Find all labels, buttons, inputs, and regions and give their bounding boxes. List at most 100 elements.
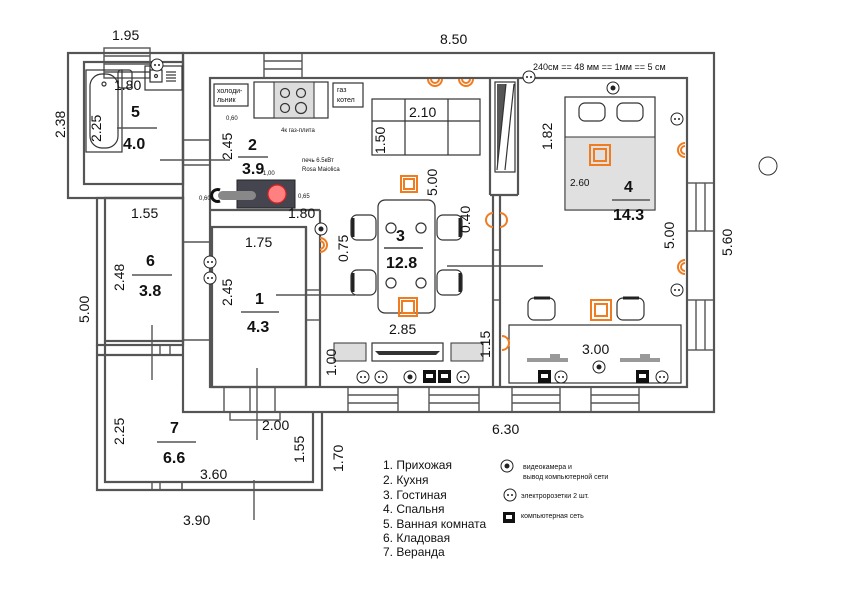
camera-network-icon: [606, 81, 620, 95]
svg-text:0,60: 0,60: [226, 116, 238, 122]
living-fixtures: [333, 81, 516, 362]
svg-text:0.75: 0.75: [335, 235, 351, 262]
socket-icon: [670, 283, 684, 297]
bedroom-fixtures: [508, 96, 682, 384]
camera-network-icon: [500, 459, 514, 473]
svg-text:1.95: 1.95: [112, 27, 139, 43]
svg-text:печь 6.5кВт: печь 6.5кВт: [302, 158, 334, 164]
socket-icon: [374, 370, 388, 384]
room-4-number: 4: [624, 179, 633, 196]
svg-text:0,60: 0,60: [199, 196, 211, 202]
svg-text:холоди-: холоди-: [217, 88, 243, 95]
camera-network-icon: [403, 370, 417, 384]
svg-text:газ: газ: [337, 87, 346, 94]
svg-text:7. Веранда: 7. Веранда: [383, 545, 445, 559]
kitchen-labels: холоди- льник 0,60 4к газ-плита газ коте…: [199, 87, 355, 202]
svg-text:2.25: 2.25: [88, 115, 104, 142]
svg-text:1,00: 1,00: [263, 171, 275, 177]
room-2-area: 3.9: [242, 161, 264, 178]
svg-text:видеокамера и: видеокамера и: [523, 464, 572, 471]
svg-text:1.50: 1.50: [372, 127, 388, 154]
orange-fixtures: [319, 78, 686, 351]
wardrobe: [494, 81, 516, 173]
svg-text:0.40: 0.40: [457, 206, 473, 233]
svg-text:вывод компьютерной сети: вывод компьютерной сети: [523, 473, 608, 481]
svg-text:2.00: 2.00: [262, 417, 289, 433]
room-4-area: 14.3: [613, 207, 644, 224]
desk: [508, 324, 682, 384]
room-3-number: 3: [396, 228, 405, 245]
svg-text:2. Кухня: 2. Кухня: [383, 473, 428, 487]
socket-icon: [203, 255, 217, 269]
svg-text:1.15: 1.15: [477, 331, 493, 358]
sofa: [371, 98, 481, 156]
room-1-area: 4.3: [247, 319, 269, 336]
svg-text:2.45: 2.45: [219, 133, 235, 160]
svg-text:1.55: 1.55: [131, 205, 158, 221]
svg-text:1.70: 1.70: [330, 445, 346, 472]
svg-text:6. Кладовая: 6. Кладовая: [383, 531, 450, 545]
room-labels: 5 4.0 2 3.9 3 12.8 4 14.3 6 3.8 1 4.3 7 …: [117, 104, 650, 467]
socket-icon: [203, 271, 217, 285]
svg-text:электророзетки 2 шт.: электророзетки 2 шт.: [521, 493, 589, 500]
svg-text:Rosa Maiolica: Rosa Maiolica: [302, 167, 340, 173]
svg-text:2.25: 2.25: [111, 418, 127, 445]
svg-text:5.00: 5.00: [76, 296, 92, 323]
svg-text:льник: льник: [217, 97, 237, 104]
svg-text:240см == 48 мм == 1мм == 5 см: 240см == 48 мм == 1мм == 5 см: [533, 62, 666, 72]
svg-text:1.82: 1.82: [539, 123, 555, 150]
network-port-icon: [636, 370, 649, 383]
bathroom-fixtures: [85, 65, 183, 153]
room-5-number: 5: [131, 104, 140, 121]
room-1-number: 1: [255, 291, 264, 308]
room-2-number: 2: [248, 137, 257, 154]
network-port-icon: [423, 370, 436, 383]
svg-text:4. Спальня: 4. Спальня: [383, 502, 445, 516]
socket-icon: [356, 370, 370, 384]
svg-text:1.75: 1.75: [245, 234, 272, 250]
room-6-area: 3.8: [139, 283, 161, 300]
fridge: [213, 83, 249, 107]
svg-text:2.60: 2.60: [570, 178, 590, 189]
windows: [103, 47, 715, 491]
outlets: [150, 58, 778, 384]
kitchen-fixtures: [210, 81, 364, 209]
socket-icon: [503, 488, 517, 502]
room-7-number: 7: [170, 420, 179, 437]
svg-text:2.38: 2.38: [52, 111, 68, 138]
legend-rooms: 1. Прихожая 2. Кухня 3. Гостиная 4. Спал…: [383, 458, 486, 559]
svg-text:5. Ванная комната: 5. Ванная комната: [383, 517, 486, 531]
svg-text:1.80: 1.80: [288, 205, 315, 221]
tv-stand: [371, 342, 444, 362]
camera-network-icon: [592, 360, 606, 374]
room-6-number: 6: [146, 253, 155, 270]
svg-text:3.00: 3.00: [582, 341, 609, 357]
network-port-icon: [538, 370, 551, 383]
svg-text:компьютерная сеть: компьютерная сеть: [521, 513, 584, 520]
network-port-icon: [438, 370, 451, 383]
leader-lines: [151, 159, 543, 520]
network-port-icon: [503, 512, 515, 523]
svg-text:0,65: 0,65: [298, 194, 310, 200]
svg-text:котел: котел: [337, 97, 355, 104]
svg-text:3.60: 3.60: [200, 466, 227, 482]
room-3-area: 12.8: [386, 255, 417, 272]
room-5-area: 4.0: [123, 136, 145, 153]
svg-text:1. Прихожая: 1. Прихожая: [383, 458, 452, 472]
legend-symbols: видеокамера и вывод компьютерной сети эл…: [500, 459, 608, 523]
svg-text:3.90: 3.90: [183, 512, 210, 528]
svg-text:8.50: 8.50: [440, 31, 467, 47]
socket-icon: [150, 58, 164, 72]
svg-text:2.45: 2.45: [219, 279, 235, 306]
svg-text:1.00: 1.00: [323, 349, 339, 376]
svg-text:6.30: 6.30: [492, 421, 519, 437]
circle-marker: [758, 156, 778, 176]
room-7-area: 6.6: [163, 450, 185, 467]
svg-text:2.48: 2.48: [111, 264, 127, 291]
dimension-labels: 8.50 1.95 2.38 2.25 1.80 2.45 1.55 2.48 …: [52, 27, 735, 528]
svg-text:2.10: 2.10: [409, 104, 436, 120]
camera-network-icon: [314, 222, 328, 236]
svg-text:5.00: 5.00: [424, 169, 440, 196]
svg-text:5.00: 5.00: [661, 222, 677, 249]
